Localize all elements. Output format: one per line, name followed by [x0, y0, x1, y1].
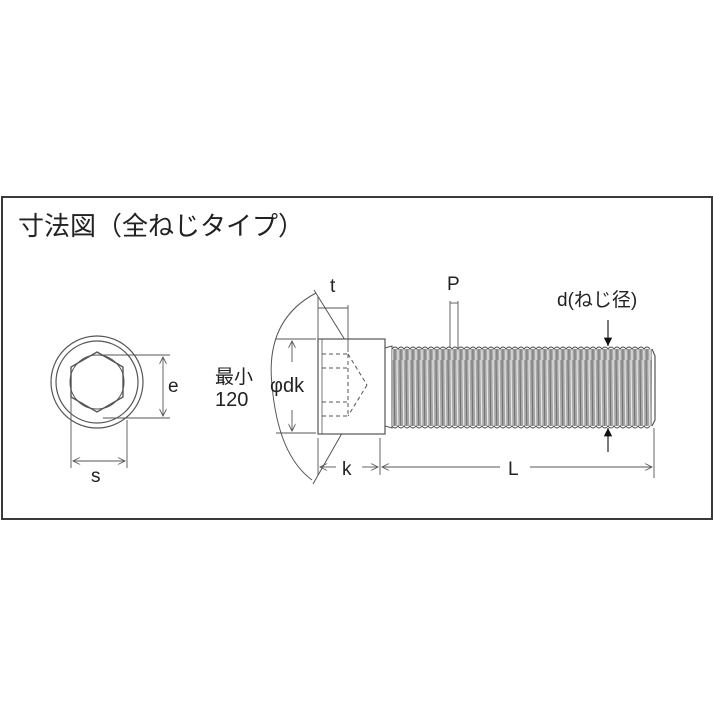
threaded-shank: [391, 346, 656, 429]
label-phi-dk: φdk: [270, 375, 305, 397]
head-chamfer-circle: [55, 340, 139, 424]
label-angle-min: 最小: [215, 366, 253, 388]
label-p: P: [447, 274, 460, 295]
socket-inner-circle: [69, 354, 125, 410]
label-l: L: [508, 459, 519, 480]
label-d: d(ねじ径): [557, 289, 637, 311]
label-k: k: [342, 459, 352, 480]
bolt-head: [317, 338, 386, 435]
hex-socket-outline: [70, 351, 124, 413]
label-e: e: [168, 376, 179, 397]
drawing-title: 寸法図（全ねじタイプ）: [18, 212, 305, 242]
head-outer-circle: [50, 335, 144, 429]
end-view: [50, 335, 170, 468]
side-view: [270, 289, 393, 485]
side-view-dimensions: [276, 296, 655, 478]
label-t: t: [330, 276, 336, 297]
label-angle-120: 120: [215, 389, 248, 411]
label-s: s: [91, 466, 101, 487]
